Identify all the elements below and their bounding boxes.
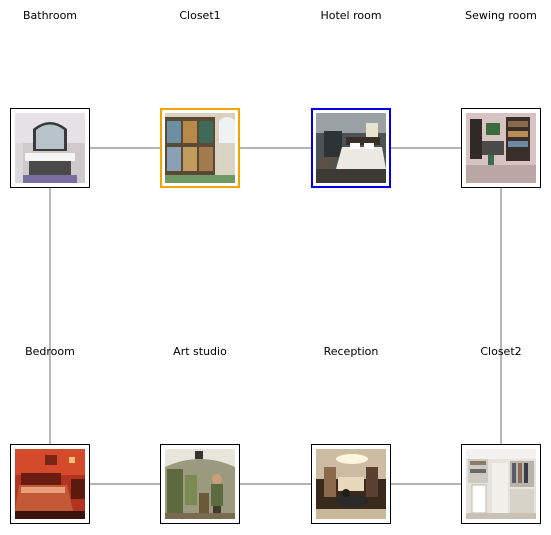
hotel-room-photo [316, 113, 386, 183]
sewing-room-photo [466, 113, 536, 183]
walk-in-closet-photo [466, 449, 536, 519]
room-node-bedroom[interactable] [10, 444, 90, 524]
art-studio-photo [165, 449, 235, 519]
room-node-closet2[interactable] [461, 444, 541, 524]
room-label-closet2: Closet2 [480, 345, 522, 358]
room-label-reception: Reception [323, 345, 379, 358]
room-label-sewing-room: Sewing room [465, 9, 537, 22]
room-label-bedroom: Bedroom [25, 345, 75, 358]
room-label-art-studio: Art studio [173, 345, 227, 358]
bedroom-photo [15, 449, 85, 519]
room-node-art-studio[interactable] [160, 444, 240, 524]
bathroom-photo [15, 113, 85, 183]
room-node-sewing-room[interactable] [461, 108, 541, 188]
reception-photo [316, 449, 386, 519]
room-label-bathroom: Bathroom [22, 9, 78, 22]
room-node-reception[interactable] [311, 444, 391, 524]
room-label-closet1: Closet1 [179, 9, 221, 22]
closet-photo [165, 113, 235, 183]
room-label-hotel-room: Hotel room [320, 9, 382, 22]
room-node-hotel-room[interactable] [311, 108, 391, 188]
room-node-bathroom[interactable] [10, 108, 90, 188]
room-node-closet1[interactable] [160, 108, 240, 188]
